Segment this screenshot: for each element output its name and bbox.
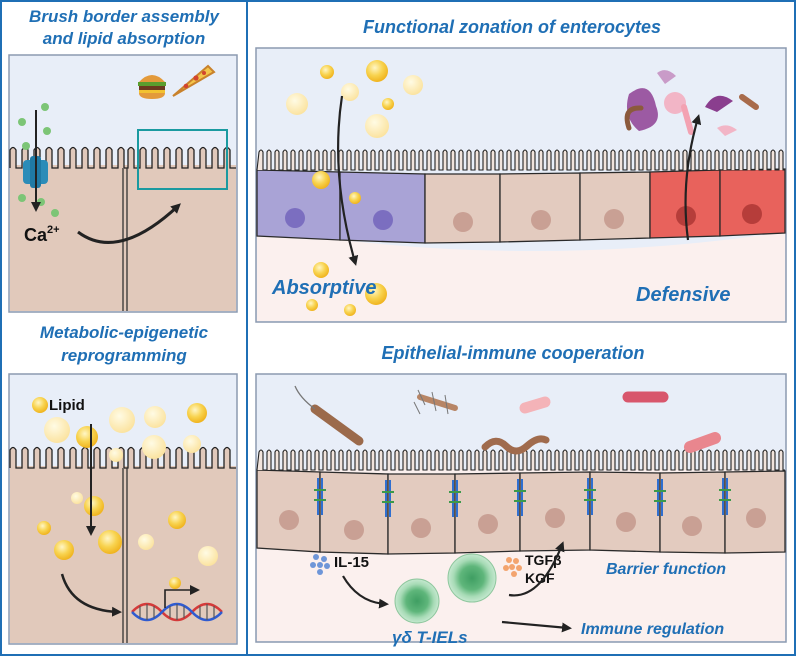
brush-border-top — [256, 149, 785, 171]
transcription-arrow — [164, 585, 200, 608]
barrier-arrow — [508, 541, 565, 597]
barrier-label: Barrier function — [606, 561, 726, 578]
epigenetic-arrow — [60, 573, 122, 617]
lipid-droplets-top — [286, 60, 423, 316]
signaling-arrow — [77, 203, 181, 244]
gamma-delta-t-cells — [394, 553, 497, 624]
absorption-arrow — [337, 95, 359, 266]
brush-border-bottom — [256, 449, 785, 471]
defense-arrow — [684, 114, 702, 241]
microbes-top — [624, 70, 759, 136]
junction-markers — [314, 478, 731, 517]
immune-regulation-label: Immune regulation — [581, 621, 724, 638]
brush-border-highlight-box — [137, 129, 228, 190]
enterocyte-row-bottom — [256, 469, 786, 555]
t-iel-label: γδ T-IELs — [392, 628, 468, 647]
right-bottom-panel: IL-15 TGFβ KGF Barrier function γδ T-IEL… — [255, 373, 787, 647]
defensive-label: Defensive — [636, 284, 731, 306]
right-bottom-title: Epithelial-immune cooperation — [381, 343, 644, 363]
il15-dots — [310, 554, 330, 575]
calcium-label: Ca2+ — [24, 224, 60, 245]
right-top-panel: Absorptive Defensive — [255, 47, 787, 323]
right-top-title: Functional zonation of enterocytes — [363, 17, 661, 37]
immune-regulation-arrow — [501, 620, 572, 633]
tgfb-kgf-dots — [503, 557, 522, 577]
left-top-title-line1: Brush border assembly — [29, 7, 220, 26]
left-bottom-title-line2: reprogramming — [61, 346, 187, 365]
burger-icon — [138, 75, 166, 99]
left-top-panel: Ca2+ — [8, 54, 238, 313]
enterocyte-row-top — [256, 168, 786, 244]
left-top-title-line2: and lipid absorption — [43, 29, 205, 48]
nuclei-bottom — [279, 508, 766, 540]
il15-arrow — [342, 575, 389, 609]
left-bottom-panel: Lipid — [8, 373, 238, 645]
lipid-droplets-left — [32, 397, 218, 589]
microbes-bottom — [294, 385, 721, 455]
calcium-ion — [18, 118, 26, 126]
absorptive-label: Absorptive — [271, 277, 376, 299]
dna-helix-icon — [131, 602, 223, 622]
il15-label: IL-15 — [334, 554, 369, 571]
left-bottom-title-line1: Metabolic-epigenetic — [40, 323, 209, 342]
pizza-icon — [172, 64, 216, 97]
lipid-label: Lipid — [49, 397, 85, 414]
